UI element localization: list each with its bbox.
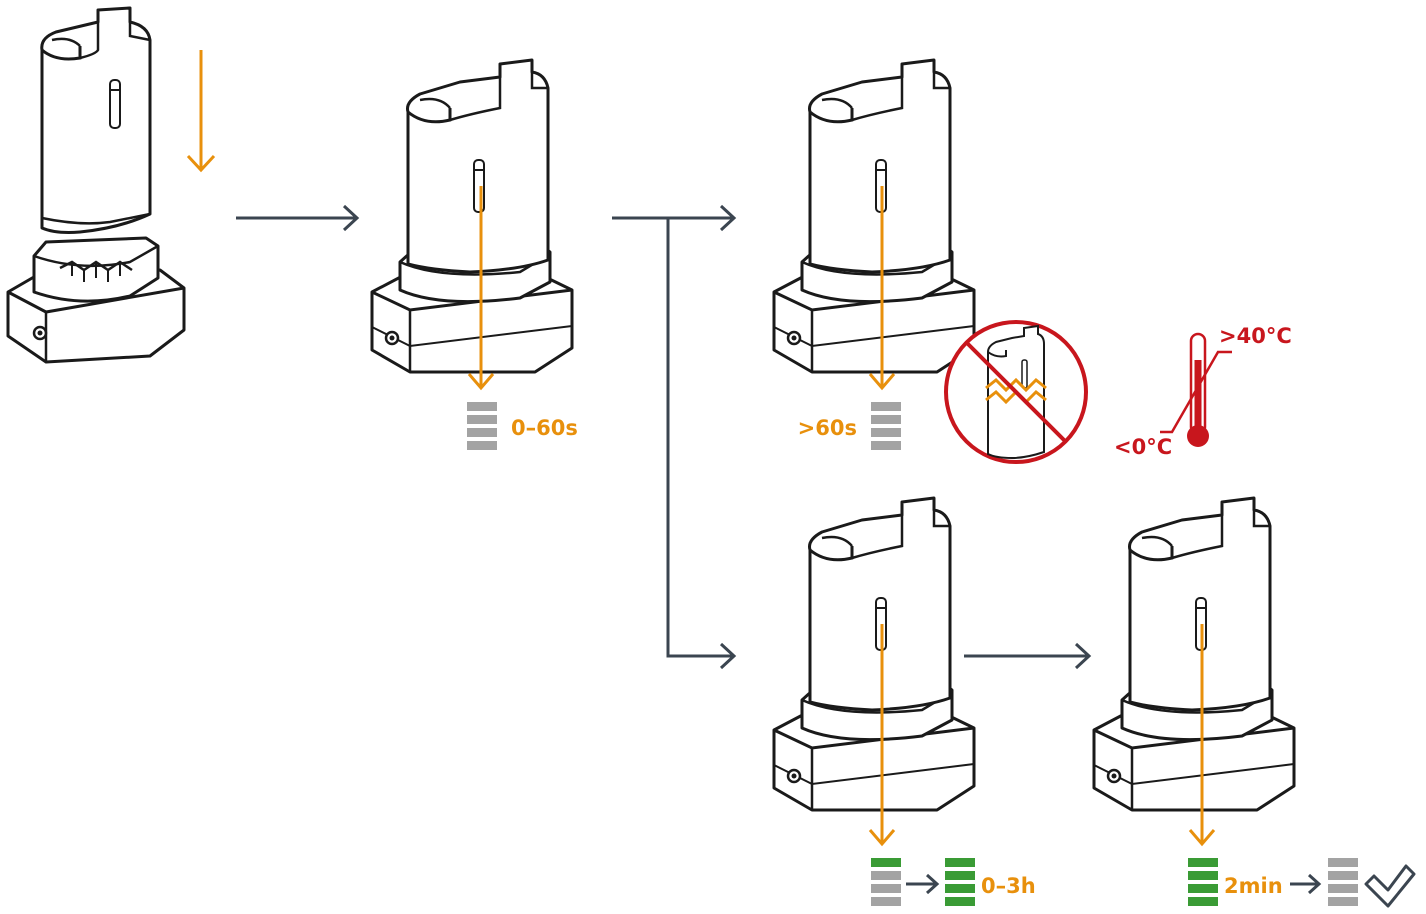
battery-level-gray-2 [467,402,497,450]
charge-time-label: 0–3h [981,874,1036,898]
status-indicator-arrow-4 [868,624,896,847]
flow-arrow-1 [236,204,360,232]
cooldown-time-label: 2min [1224,874,1283,898]
battery-level-gray-3 [871,402,901,450]
battery-level-gray-5 [1328,858,1358,906]
temp-high-label: >40°C [1219,324,1292,348]
thermometer-icon [1160,332,1232,447]
device-step2-docked [370,58,574,374]
status-indicator-arrow-2 [467,186,495,391]
device-step3-error [772,58,976,374]
step2-time-label: 0–60s [511,416,578,440]
temp-low-label: <0°C [1114,435,1172,459]
checkmark-icon [1364,864,1416,908]
flow-branch-arrows [612,204,737,670]
no-shaking-icon [944,320,1088,464]
status-indicator-arrow-5 [1188,624,1216,847]
insert-down-arrow [186,50,216,173]
charge-progress-arrow [906,873,940,895]
battery-level-start [871,858,901,906]
flow-arrow-3 [964,642,1092,670]
battery-level-full-5 [1188,858,1218,906]
battery-level-full [945,858,975,906]
status-indicator-arrow-3 [868,186,896,391]
device-step1-inserting [6,6,186,364]
cooldown-arrow [1290,873,1322,895]
step3-time-label: >60s [798,416,857,440]
device-step5-complete [1092,496,1296,812]
device-step4-charging [772,496,976,812]
